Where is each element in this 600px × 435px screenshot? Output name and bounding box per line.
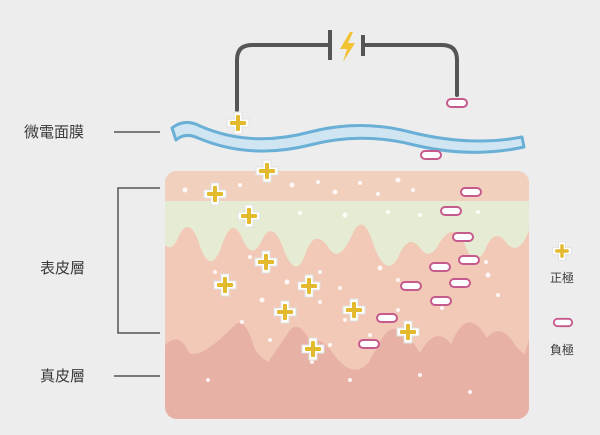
minus-ion-icon — [440, 206, 462, 216]
minus-ion-icon — [460, 187, 482, 197]
lightning-bolt-icon — [340, 32, 355, 62]
skin-block — [165, 171, 529, 419]
minus-ion-icon — [358, 339, 380, 349]
minus-ion-icon — [446, 98, 468, 108]
dermis-label: 真皮層 — [40, 367, 85, 385]
legend-negative-label: 負極 — [550, 342, 574, 357]
skin-particles — [182, 177, 500, 394]
minus-ion-icon — [420, 150, 442, 160]
minus-ion-icon — [429, 262, 451, 272]
legend-positive-icon — [552, 241, 572, 261]
epidermis-label: 表皮層 — [40, 259, 85, 277]
minus-ion-icon — [376, 313, 398, 323]
minus-ion-icon — [458, 255, 480, 265]
minus-ion-icon — [400, 281, 422, 291]
microcurrent-mask-label: 微電面膜 — [24, 123, 84, 141]
legend-negative-icon — [552, 317, 574, 328]
legend: 正極 負極 — [550, 241, 574, 357]
minus-ion-icon — [430, 296, 452, 306]
epidermis-bracket — [117, 187, 160, 334]
minus-ion-icon — [452, 232, 474, 242]
microcurrent-mask — [170, 121, 526, 154]
skin-dermal-peaks — [165, 324, 529, 419]
circuit-wire — [235, 43, 459, 112]
circuit — [235, 30, 459, 112]
plus-ion-icon — [226, 111, 250, 135]
minus-ion-icon — [449, 278, 471, 288]
legend-positive-label: 正極 — [550, 270, 574, 285]
battery-icon — [328, 30, 365, 62]
